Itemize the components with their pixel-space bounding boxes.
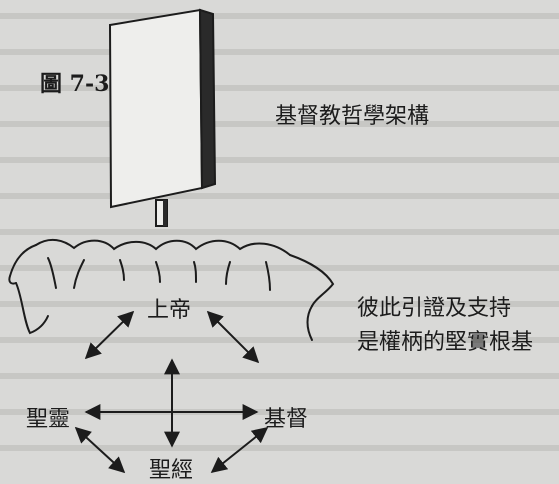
side-note-line-2: 是權柄的堅實根基 bbox=[357, 330, 534, 355]
arrow-christ-bible bbox=[210, 427, 269, 473]
figure-label: 圖 7-3 bbox=[40, 71, 110, 97]
side-note-line-1: 彼此引證及支持 bbox=[357, 296, 512, 321]
node-god: 上帝 bbox=[147, 298, 192, 323]
cloth-foundation bbox=[8, 238, 335, 341]
arrows bbox=[74, 310, 269, 474]
arrow-god-spirit bbox=[84, 310, 135, 360]
node-holy-spirit: 聖靈 bbox=[26, 407, 71, 432]
panel-post bbox=[155, 199, 168, 227]
diagram-title: 基督教哲學架構 bbox=[275, 104, 430, 129]
arrow-god-christ bbox=[206, 310, 260, 364]
node-christ: 基督 bbox=[264, 407, 309, 432]
arrow-spirit-bible bbox=[74, 426, 126, 474]
node-bible: 聖經 bbox=[149, 458, 194, 483]
panel-block bbox=[108, 8, 217, 209]
